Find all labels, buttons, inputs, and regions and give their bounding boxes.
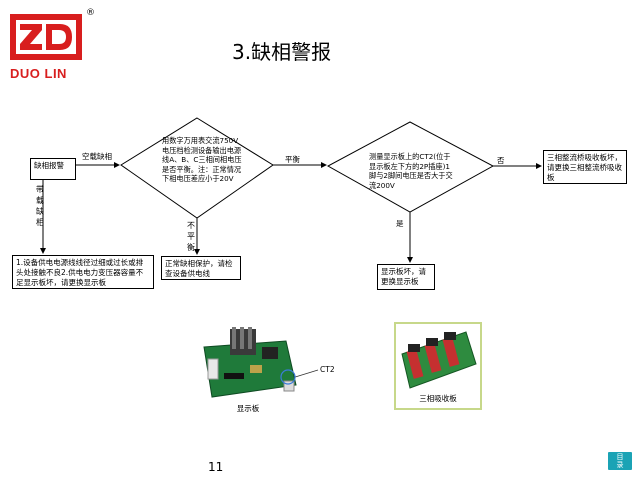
page-number: 11 — [208, 460, 224, 474]
registered-mark: ® — [86, 8, 95, 18]
table-of-contents-button[interactable]: 目录 — [608, 452, 632, 470]
cause-box-right: 三相整流桥吸收板坏，请更换三相整流桥吸收板 — [543, 150, 627, 184]
toc-button-label: 目录 — [616, 453, 624, 469]
absorber-board-caption: 三相吸收板 — [419, 394, 457, 403]
brand-name: DUO LIN — [10, 66, 67, 81]
cause-box-display: 显示板坏，请更换显示板 — [377, 264, 435, 290]
cause-mid-text: 正常缺相保护，请检查设备供电线 — [165, 259, 233, 278]
zd-logo-mark-icon — [10, 14, 82, 60]
display-board-caption: 显示板 — [236, 404, 260, 413]
cause-display-text: 显示板坏，请更换显示板 — [381, 267, 426, 286]
decision-2-text: 测量显示板上的CT2(位于显示板左下方的2P插座)1脚与2脚间电压是否大于交流2… — [369, 152, 453, 190]
edge-label-balanced: 平衡 — [285, 155, 300, 164]
cause-right-text: 三相整流桥吸收板坏，请更换三相整流桥吸收板 — [547, 153, 622, 182]
cause-box-left: 1.设备供电电源线线径过细或过长或排头处接触不良2.供电电力变压器容量不足显示板… — [12, 255, 154, 289]
display-board-image — [203, 327, 297, 398]
ct2-label: CT2 — [320, 365, 335, 374]
edge-label-load: 带载缺相 — [36, 185, 44, 227]
edge-label-unbalanced: 不平衡 — [187, 221, 195, 252]
edge-label-yes: 是 — [396, 219, 404, 228]
start-box: 缺相报警 — [30, 158, 76, 180]
absorber-board-image — [401, 331, 477, 389]
start-label: 缺相报警 — [34, 161, 64, 170]
absorber-board-photo: 三相吸收板 — [394, 322, 482, 410]
decision-1-text: 用数字万用表交流750V电压档检测设备输出电源线A、B、C三相间相电压是否平衡。… — [162, 136, 242, 184]
edge-label-no: 否 — [497, 156, 505, 165]
page-title: 3.缺相警报 — [232, 40, 332, 64]
display-board-photo — [200, 325, 300, 403]
duolin-logo: ® DUO LIN — [8, 8, 95, 88]
cause-box-mid: 正常缺相保护，请检查设备供电线 — [161, 256, 241, 280]
edge-label-no-load: 空载缺相 — [82, 152, 112, 161]
cause-left-text: 1.设备供电电源线线径过细或过长或排头处接触不良2.供电电力变压器容量不足显示板… — [16, 258, 144, 287]
